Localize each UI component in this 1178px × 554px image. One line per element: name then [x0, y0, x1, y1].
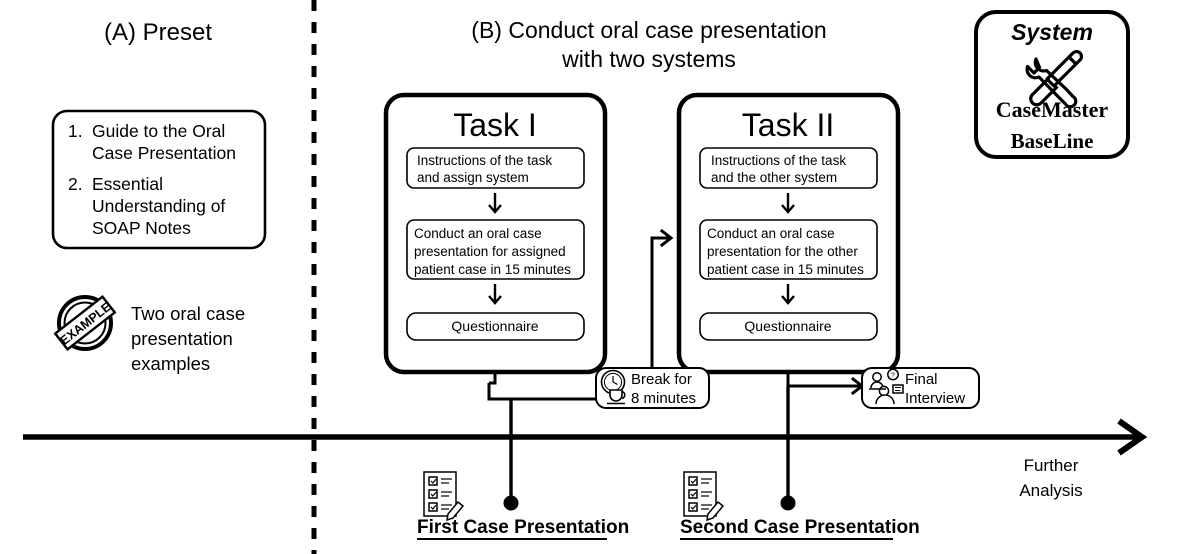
material-2-line-2: Understanding of	[92, 196, 225, 216]
interview-people-icon: ?	[869, 368, 904, 405]
task-1-step-1-line-1: Instructions of the task	[417, 153, 552, 168]
timeline-marker-2-label-group: Second Case Presentation	[680, 517, 920, 540]
task-1-card: Task I Instructions of the task and assi…	[383, 92, 608, 375]
material-1-number: 1.	[68, 121, 83, 141]
task-1-step-1-line-2: and assign system	[417, 170, 529, 185]
panel-a-title: (A) Preset	[104, 19, 212, 46]
material-1-line-2: Case Presentation	[92, 143, 236, 163]
legend-title: System	[1011, 19, 1093, 45]
task-1-step-2-line-2: presentation for assigned	[414, 244, 566, 259]
task-1-step-1: Instructions of the task and assign syst…	[406, 147, 585, 189]
timeline-marker-1-label-group: First Case Presentation	[417, 517, 629, 540]
interview-node-line-2: Interview	[905, 390, 965, 407]
material-2-number: 2.	[68, 174, 83, 194]
task-2-step-2-line-1: Conduct an oral case	[707, 226, 835, 241]
material-1-line-1: Guide to the Oral	[92, 121, 225, 141]
wrench-screwdriver-icon	[1025, 49, 1084, 109]
example-stamp-icon: EXAMPLE	[53, 294, 117, 352]
task-1-step-3-label: Questionnaire	[451, 318, 538, 334]
task-2-step-1: Instructions of the task and the other s…	[699, 147, 878, 189]
example-line-2: presentation	[131, 328, 233, 349]
task-1-arrow-1	[488, 193, 502, 214]
timeline-dot-second	[780, 495, 796, 511]
example-line-1: Two oral case	[131, 303, 245, 324]
task-1-arrow-2	[488, 284, 502, 305]
preset-materials-box: 1. Guide to the Oral Case Presentation 2…	[51, 109, 267, 250]
clipboard-checklist-icon	[423, 471, 465, 522]
panel-b-title-line-2: with two systems	[561, 46, 736, 72]
break-node-line-1: Break for	[631, 371, 692, 388]
timeline-end-label-line-1: Further	[1024, 456, 1079, 475]
system-legend-box: System CaseMaster BaseLine	[974, 10, 1130, 159]
task-1-step-2-line-3: patient case in 15 minutes	[414, 262, 571, 277]
timeline-dot-first	[503, 495, 519, 511]
task-2-step-2-line-3: patient case in 15 minutes	[707, 262, 864, 277]
clipboard-checklist-icon	[683, 471, 725, 522]
task-2-step-1-line-2: and the other system	[711, 170, 837, 185]
task-2-step-2: Conduct an oral case presentation for th…	[699, 219, 878, 280]
task-2-card: Task II Instructions of the task and the…	[676, 92, 901, 375]
legend-system-2: BaseLine	[1011, 129, 1094, 153]
flow-connectors	[487, 236, 860, 503]
task-2-step-3: Questionnaire	[699, 312, 878, 341]
task-2-arrow-2	[781, 284, 795, 305]
material-2-line-3: SOAP Notes	[92, 218, 191, 238]
material-2-line-1: Essential	[92, 174, 163, 194]
interview-node-line-1: Final	[905, 371, 938, 388]
panel-b-title-line-1: (B) Conduct oral case presentation	[471, 17, 826, 43]
timeline-marker-2-label: Second Case Presentation	[680, 517, 920, 538]
example-line-3: examples	[131, 353, 210, 374]
task-1-step-2: Conduct an oral case presentation for as…	[406, 219, 585, 280]
clock-coffee-icon	[600, 369, 626, 405]
task-2-step-1-line-1: Instructions of the task	[711, 153, 846, 168]
break-node: Break for 8 minutes	[595, 367, 710, 409]
final-interview-node: ? Final Interview	[861, 367, 980, 409]
legend-system-1: CaseMaster	[996, 97, 1109, 122]
svg-text:?: ?	[891, 373, 895, 380]
timeline-marker-1-label: First Case Presentation	[417, 517, 629, 538]
task-2-step-2-line-2: presentation for the other	[707, 244, 858, 259]
task-2-title: Task II	[742, 107, 834, 143]
break-node-line-2: 8 minutes	[631, 390, 696, 407]
task-1-step-3: Questionnaire	[406, 312, 585, 341]
timeline-end-label-line-2: Analysis	[1019, 481, 1082, 500]
task-1-title: Task I	[453, 107, 537, 143]
timeline-axis	[23, 418, 1148, 456]
task-1-step-2-line-1: Conduct an oral case	[414, 226, 542, 241]
task-2-arrow-1	[781, 193, 795, 214]
task-2-step-3-label: Questionnaire	[744, 318, 831, 334]
